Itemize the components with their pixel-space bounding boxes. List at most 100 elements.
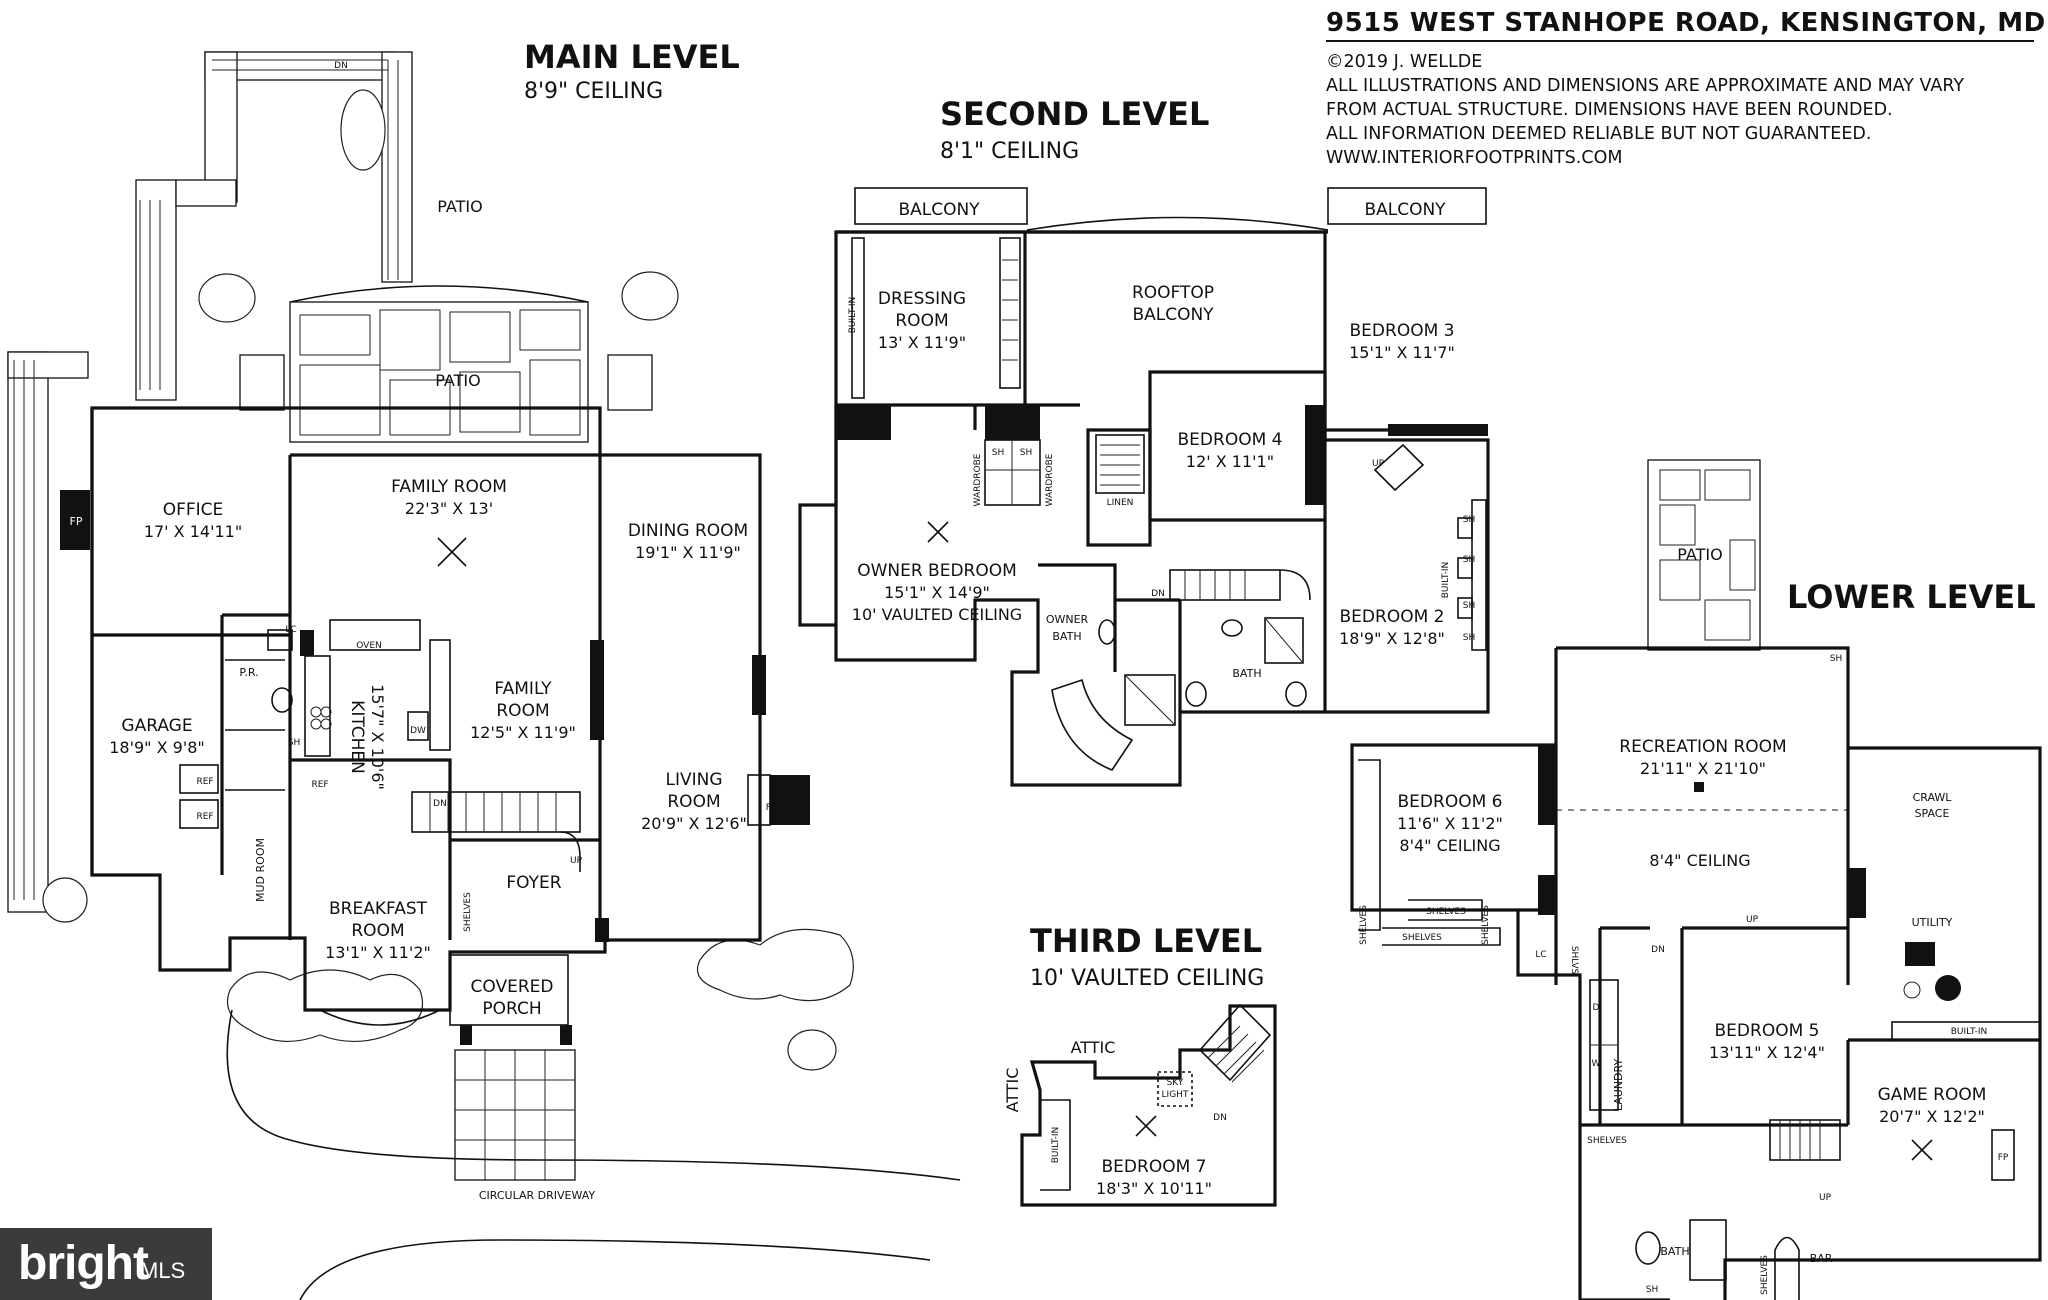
second-level-title: SECOND LEVEL — [940, 95, 1209, 133]
office-name: OFFICE — [163, 500, 224, 520]
lower-dn: DN — [1651, 945, 1665, 955]
third-built-in: BUILT-IN — [1051, 1127, 1061, 1164]
lower-built-in: BUILT-IN — [1951, 1027, 1988, 1037]
linen-label: LINEN — [1107, 498, 1134, 508]
dining-room-name: DINING ROOM — [628, 521, 748, 541]
wardrobe-2: WARDROBE — [1045, 453, 1055, 506]
lower-shelves-6: SHELVES — [1760, 1255, 1770, 1295]
bedroom6-dim: 11'6" X 11'2" — [1397, 814, 1503, 833]
skylight-1: SKY — [1167, 1078, 1184, 1088]
dressing-name-2: ROOM — [895, 311, 948, 331]
owner-bath-name-2: BATH — [1052, 630, 1081, 643]
kitchen-name: KITCHEN — [347, 700, 367, 774]
bedroom2-sh-b: SH — [1463, 555, 1475, 565]
third-level-plan — [1020, 1003, 1277, 1207]
bedroom5-name: BEDROOM 5 — [1715, 1021, 1820, 1041]
skylight-2: LIGHT — [1162, 1090, 1189, 1100]
plan-header: 9515 WEST STANHOPE ROAD, KENSINGTON, MD … — [1326, 8, 2045, 170]
disclaimer-line-1: ALL ILLUSTRATIONS AND DIMENSIONS ARE APP… — [1326, 76, 1965, 96]
living-fp-label: FP — [766, 803, 777, 813]
family-room-main-dim: 22'3" X 13' — [405, 499, 493, 518]
bedroom4-name: BEDROOM 4 — [1178, 430, 1283, 450]
foyer-label: FOYER — [506, 873, 561, 893]
property-address: 9515 WEST STANHOPE ROAD, KENSINGTON, MD — [1326, 8, 2045, 42]
upper-patio-stones — [7, 51, 413, 913]
bedroom2-dim: 18'9" X 12'8" — [1339, 629, 1445, 648]
third-dn: DN — [1213, 1113, 1227, 1123]
office-dim: 17' X 14'11" — [144, 522, 242, 541]
dining-room-dim: 19'1" X 11'9" — [635, 543, 741, 562]
owner-bedroom-name: OWNER BEDROOM — [857, 561, 1017, 581]
rooftop-name-1: ROOFTOP — [1132, 283, 1214, 303]
driveway-label: CIRCULAR DRIVEWAY — [479, 1189, 596, 1202]
copyright-line: ©2019 J. WELLDE — [1326, 52, 1483, 72]
crawl-space-2: SPACE — [1915, 807, 1950, 820]
lower-patio: PATIO — [1677, 545, 1722, 564]
disclaimer-line-3: ALL INFORMATION DEEMED RELIABLE BUT NOT … — [1326, 124, 1872, 144]
second-sh-2: SH — [1020, 448, 1032, 458]
office-fp: FP — [70, 515, 83, 528]
main-sh-label: SH — [288, 738, 300, 748]
owner-bath-name-1: OWNER — [1046, 613, 1089, 626]
trees — [42, 89, 854, 1071]
breakfast-name-1: BREAKFAST — [329, 899, 428, 919]
wardrobe-1: WARDROBE — [973, 453, 983, 506]
second-level-ceiling: 8'1" CEILING — [940, 139, 1079, 164]
dressing-dim: 13' X 11'9" — [878, 333, 966, 352]
lower-bath: BATH — [1660, 1245, 1689, 1258]
second-up: UP — [1372, 459, 1385, 469]
bright-mls-logo: bright MLS — [0, 1228, 212, 1300]
garage-ref-1: REF — [196, 777, 213, 787]
bedroom3-name: BEDROOM 3 — [1350, 321, 1455, 341]
bedroom6-ceiling: 8'4" CEILING — [1399, 836, 1500, 855]
dryer-label: D — [1593, 1003, 1600, 1013]
lower-ceiling: 8'4" CEILING — [1649, 851, 1750, 870]
lower-shelves-3: SHELVES — [1402, 933, 1442, 943]
main-level-title: MAIN LEVEL — [524, 38, 740, 76]
oven-label: OVEN — [356, 641, 382, 651]
third-level-ceiling: 10' VAULTED CEILING — [1030, 966, 1264, 991]
dressing-built-in: BUILT-IN — [848, 297, 858, 334]
second-level-plan — [798, 187, 1490, 787]
dressing-name-1: DRESSING — [878, 289, 966, 309]
main-patio-dn: DN — [334, 61, 348, 71]
laundry-label: LAUNDRY — [1612, 1059, 1625, 1112]
lower-level-plan — [1350, 459, 2042, 1300]
mud-room-label: MUD ROOM — [254, 838, 267, 902]
main-stair-up: UP — [570, 856, 583, 866]
lower-up: UP — [1746, 915, 1759, 925]
washer-label: W — [1592, 1059, 1601, 1069]
main-lc-label: LC — [285, 625, 296, 635]
family-room-name-2: ROOM — [496, 701, 549, 721]
second-sh-1: SH — [992, 448, 1004, 458]
game-room-dim: 20'7" X 12'2" — [1879, 1107, 1985, 1126]
bedroom2-sh-c: SH — [1463, 601, 1475, 611]
lower-shlvs: SHLVS — [1569, 946, 1579, 975]
bedroom5-dim: 13'11" X 12'4" — [1709, 1043, 1825, 1062]
living-room-name-2: ROOM — [667, 792, 720, 812]
attic-side: ATTIC — [1003, 1068, 1022, 1113]
second-dn: DN — [1151, 589, 1165, 599]
dishwasher-label: DW — [410, 726, 426, 736]
family-room-dim: 12'5" X 11'9" — [470, 723, 576, 742]
bedroom4-dim: 12' X 11'1" — [1186, 452, 1274, 471]
family-room-name-1: FAMILY — [494, 679, 552, 699]
third-level-title: THIRD LEVEL — [1030, 922, 1262, 960]
garage-name: GARAGE — [121, 716, 192, 736]
main-stair-dn: DN — [433, 799, 447, 809]
lower-up-2: UP — [1819, 1193, 1832, 1203]
living-room-name-1: LIVING — [665, 770, 722, 790]
bedroom7-dim: 18'3" X 10'11" — [1096, 1179, 1212, 1198]
recreation-dim: 21'11" X 21'10" — [1640, 759, 1766, 778]
game-room-fp: FP — [1998, 1153, 2009, 1163]
main-patio-middle: PATIO — [435, 371, 480, 390]
living-room-dim: 20'9" X 12'6" — [641, 814, 747, 833]
lower-sh-bottom: SH — [1646, 1285, 1658, 1295]
game-room-name: GAME ROOM — [1878, 1085, 1987, 1105]
bedroom2-sh-d: SH — [1463, 633, 1475, 643]
bedroom7-name: BEDROOM 7 — [1102, 1157, 1207, 1177]
lower-shelves-1: SHELVES — [1359, 905, 1369, 945]
disclaimer-line-2: FROM ACTUAL STRUCTURE. DIMENSIONS HAVE B… — [1326, 100, 1893, 120]
porch-name-2: PORCH — [482, 999, 541, 1019]
bar-label: BAR — [1810, 1252, 1833, 1265]
